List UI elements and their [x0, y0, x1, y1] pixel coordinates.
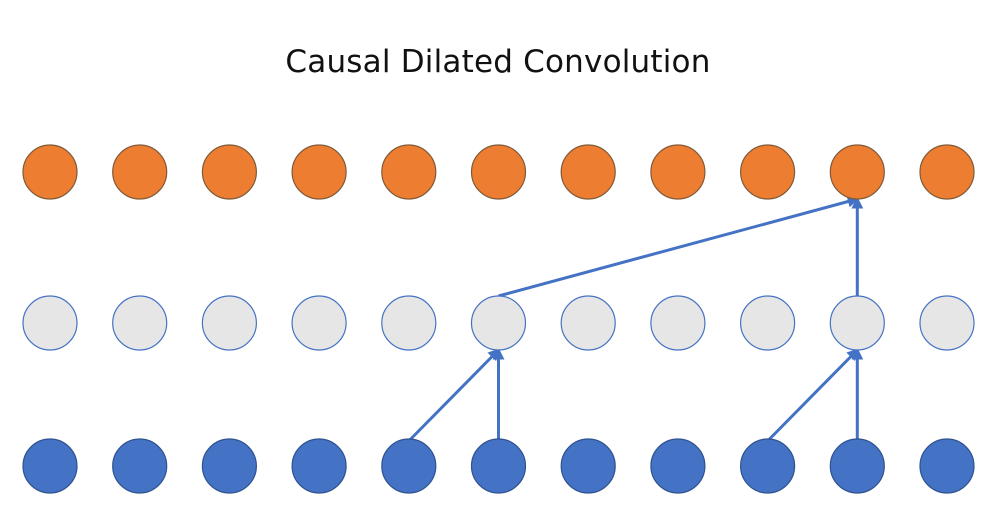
hidden-node-9: [829, 295, 885, 351]
output-node-1: [112, 144, 168, 200]
input-node-5: [470, 438, 527, 494]
hidden-node-10: [919, 295, 975, 351]
hidden-node-5: [470, 295, 527, 351]
hidden-node-3: [291, 295, 347, 351]
input-node-8: [739, 438, 796, 494]
layer-nodes: [22, 144, 975, 494]
output-node-4: [381, 144, 437, 200]
connection-arrows: [407, 195, 864, 443]
diagram-title: Causal Dilated Convolution: [285, 44, 711, 80]
output-node-3: [291, 144, 347, 200]
input-node-9: [829, 438, 885, 494]
output-node-10: [919, 144, 975, 200]
input-node-4: [381, 438, 437, 494]
connection-arrow-4: [498, 195, 860, 298]
output-node-5: [470, 144, 527, 200]
output-node-9: [829, 144, 885, 200]
hidden-node-4: [381, 295, 437, 351]
input-node-3: [291, 438, 347, 494]
hidden-node-7: [650, 295, 706, 351]
hidden-node-6: [560, 295, 616, 351]
input-node-6: [560, 438, 616, 494]
hidden-node-2: [201, 295, 257, 351]
output-node-2: [201, 144, 257, 200]
connection-arrow-0: [407, 348, 501, 443]
output-node-8: [739, 144, 796, 200]
hidden-node-8: [739, 295, 796, 351]
input-node-7: [650, 438, 706, 494]
connection-arrow-2: [766, 348, 859, 443]
output-node-0: [22, 144, 78, 200]
input-node-0: [22, 438, 78, 494]
input-node-10: [919, 438, 975, 494]
hidden-node-0: [22, 295, 78, 351]
input-node-1: [112, 438, 168, 494]
input-node-2: [201, 438, 257, 494]
output-node-6: [560, 144, 616, 200]
hidden-node-1: [112, 295, 168, 351]
output-node-7: [650, 144, 706, 200]
